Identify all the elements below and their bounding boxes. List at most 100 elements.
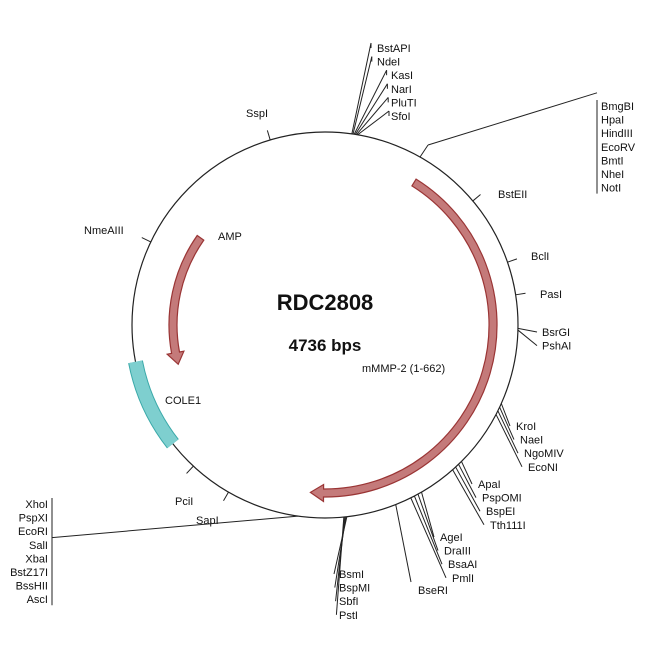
site-leader-line [499,406,515,440]
site-label-hindiii: HindIII [601,128,633,140]
site-group-nmeaiii: NmeAIII [84,225,152,243]
site-label-ngomiv: NgoMIV [524,448,564,460]
site-leader-line [410,497,447,579]
features: AMP mMMP-2 (1-662) COLE1 [128,178,498,503]
amp-label: AMP [218,231,242,243]
site-label-sfoi: SfoI [391,111,411,123]
site-label-bsteii: BstEII [498,189,527,201]
site-label-bcli: BclI [531,251,549,263]
site-label-ecori: EcoRI [18,526,48,538]
site-label-bsrgi: BsrGI [542,327,570,339]
site-label-ndei: NdeI [377,57,400,69]
site-leader-line [495,414,523,468]
site-label-pmli: PmlI [452,573,474,585]
site-label-hpai: HpaI [601,115,624,127]
site-label-sspi: SspI [246,108,268,120]
site-label-bspmi: BspMI [339,583,370,595]
site-leader-line [507,258,518,263]
site-leader-line [497,410,519,454]
cole1-origin-arc [129,360,179,448]
site-leader-line [500,403,511,427]
site-label-ecorv: EcoRV [601,142,636,154]
site-label-pluti: PluTI [391,97,417,109]
site-leader-line [461,461,473,485]
site-label-bsshii: BssHII [16,581,48,593]
site-leader-line [335,517,345,615]
site-label-bsaai: BsaAI [448,559,477,571]
plasmid-size: 4736 bps [289,336,362,355]
site-leader-line [186,465,194,474]
site-label-kroi: KroI [516,421,536,433]
site-label-bstz17i: BstZ17I [10,567,48,579]
site-label-pasi: PasI [540,289,562,301]
site-leader-line [353,69,388,135]
site-leader-line [472,194,481,202]
site-leader-line [266,130,271,141]
site-leader-line [351,42,372,134]
site-label-nhei: NheI [601,169,624,181]
site-leader-line [223,491,229,502]
site-label-sbfi: SbfI [339,596,359,608]
site-label-nari: NarI [391,84,412,96]
site-label-bstapi: BstAPI [377,43,411,55]
site-leader-line [517,327,538,333]
site-leader-line [421,492,435,538]
site-leader-line [515,292,526,296]
site-leader-line [417,493,439,551]
site-leader-line [452,469,485,526]
site-leader-line [356,97,389,135]
mmmp-2-1-662-label: mMMP-2 (1-662) [362,363,445,375]
site-label-psti: PstI [339,610,358,622]
site-group-pcii: PciI [175,465,194,508]
site-group-sapi: SapI [196,491,229,527]
site-label-bmgbi: BmgBI [601,101,634,113]
site-leader-line [352,56,373,135]
site-group-bsteii: BstEII [472,189,527,202]
cole1-label: COLE1 [165,395,201,407]
site-label-kasi: KasI [391,70,413,82]
site-label-noti: NotI [601,183,621,195]
site-label-bseri: BseRI [418,585,448,597]
site-leader-line [419,144,429,158]
plasmid-name: RDC2808 [277,290,374,315]
site-leader-line [395,504,412,583]
site-label-econi: EcoNI [528,462,558,474]
site-label-nmeaiii: NmeAIII [84,225,124,237]
site-leader-line [455,466,481,512]
site-label-bspei: BspEI [486,506,515,518]
site-group-bcli: BclI [507,251,549,263]
amp-cds-arrow [165,234,205,366]
site-leader-line [51,515,299,539]
site-label-pspomi: PspOMI [482,493,522,505]
site-leader-line [413,495,443,565]
site-label-draiii: DraIII [444,546,471,558]
site-label-naei: NaeI [520,435,543,447]
site-label-xhoi: XhoI [25,499,48,511]
site-label-agei: AgeI [440,532,463,544]
site-group-pasi: PasI [515,289,562,301]
site-group-sspi: SspI [246,108,271,141]
backbone-circle [131,131,519,519]
site-label-xbai: XbaI [25,553,48,565]
site-label-apai: ApaI [478,479,501,491]
site-label-pshai: PshAI [542,341,571,353]
site-label-bmti: BmtI [601,155,624,167]
site-leader-line [458,464,477,498]
site-label-tth111i: Tth111I [490,520,526,532]
site-label-pcii: PciI [175,496,193,508]
site-leader-line [141,237,152,243]
site-label-asci: AscI [27,594,48,606]
site-label-pspxi: PspXI [19,513,48,525]
site-leader-line [427,92,598,146]
site-leader-line [354,83,388,135]
site-group-bseri: BseRI [395,504,448,597]
